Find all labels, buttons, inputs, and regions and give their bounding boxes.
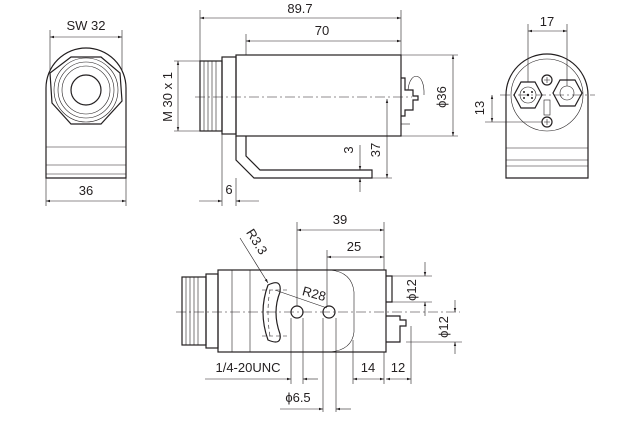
connector-spacing-label: 17 [540, 14, 554, 29]
bottom-nut [205, 273, 219, 349]
front-view: SW 32 36 [45, 18, 127, 206]
sw-label: SW 32 [66, 18, 105, 33]
rear-body [505, 53, 589, 179]
dim-14-label: 14 [361, 360, 375, 375]
slot-radius-label: R3.3 [243, 226, 270, 257]
mounting-bracket [235, 136, 373, 179]
height-label: 37 [368, 143, 383, 157]
body-length-label: 70 [315, 23, 329, 38]
dim-12-label: 12 [391, 360, 405, 375]
width-label: 36 [79, 183, 93, 198]
dim-39-label: 39 [333, 212, 347, 227]
lens-aperture [70, 74, 102, 106]
connector [401, 77, 419, 117]
front-body [45, 47, 127, 179]
hole-diameter-label: ϕ6.5 [285, 390, 310, 405]
overall-length-label: 89.7 [287, 1, 312, 16]
nut [221, 56, 237, 135]
lower-diameter-label: ϕ12 [436, 316, 451, 338]
upper-diameter-label: ϕ12 [404, 279, 419, 301]
sensor-body [235, 54, 402, 137]
thread-hole-label: 1/4-20UNC [215, 360, 280, 375]
side-view: 89.7 70 M 30 x 1 ϕ36 37 3 6 [160, 1, 458, 206]
thread [199, 60, 223, 132]
bottom-connector-1 [386, 275, 393, 303]
arc-slot [262, 282, 281, 343]
cable-gland [552, 79, 583, 107]
nut-width-label: 6 [225, 182, 232, 197]
vertical-offset-label: 13 [472, 101, 487, 115]
rear-view: 17 13 [472, 14, 595, 179]
diameter-label: ϕ36 [434, 86, 449, 108]
bottom-body [217, 269, 387, 353]
arc-radius-label: R28 [301, 283, 328, 304]
bottom-view: 39 25 R3.3 R28 ϕ12 ϕ12 1/4-20UNC ϕ6.5 14… [176, 212, 462, 412]
front-hex-nut [49, 56, 123, 125]
thread-label: M 30 x 1 [160, 72, 175, 122]
dim-25-label: 25 [347, 239, 361, 254]
bottom-connector-2 [386, 315, 407, 343]
bracket-thickness-label: 3 [341, 146, 356, 153]
